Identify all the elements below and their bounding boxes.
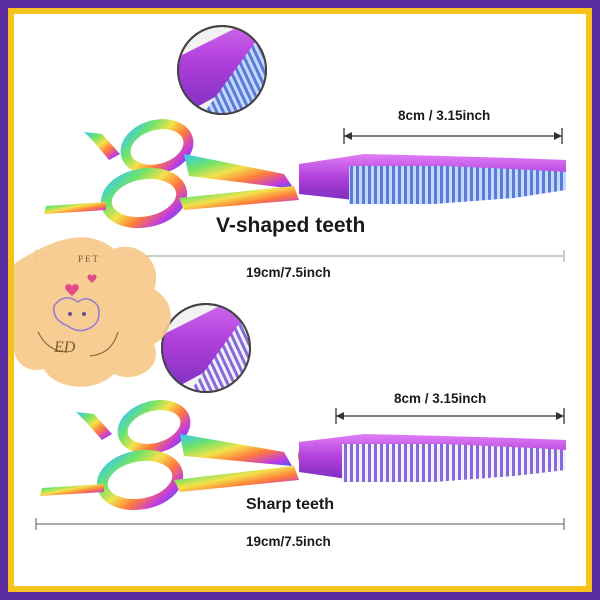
- top-total-length-label: 19cm/7.5inch: [246, 265, 331, 280]
- top-blade-dimension-line: [343, 128, 563, 144]
- pet-logo: [14, 237, 171, 387]
- bottom-teeth-type-label: Sharp teeth: [246, 496, 335, 513]
- bottom-blade-length-label: 8cm / 3.15inch: [394, 391, 487, 406]
- product-illustration: [14, 25, 566, 530]
- logo-top-text: PET: [78, 254, 101, 264]
- bottom-total-dimension-line: [35, 518, 565, 530]
- logo-monogram: ED: [54, 339, 76, 356]
- inner-frame: PET ED 8cm / 3.15inch V-shaped teeth 19c…: [8, 8, 592, 592]
- bottom-blade-dimension-line: [335, 408, 565, 424]
- bottom-scissors-image: [40, 400, 566, 511]
- top-teeth-type-label: V-shaped teeth: [216, 214, 366, 237]
- bottom-total-length-label: 19cm/7.5inch: [246, 534, 331, 549]
- product-canvas: PET ED 8cm / 3.15inch V-shaped teeth 19c…: [14, 14, 586, 586]
- top-teeth-zoom-circle: [177, 25, 267, 115]
- top-scissors-image: [44, 119, 566, 229]
- top-blade-length-label: 8cm / 3.15inch: [398, 108, 491, 123]
